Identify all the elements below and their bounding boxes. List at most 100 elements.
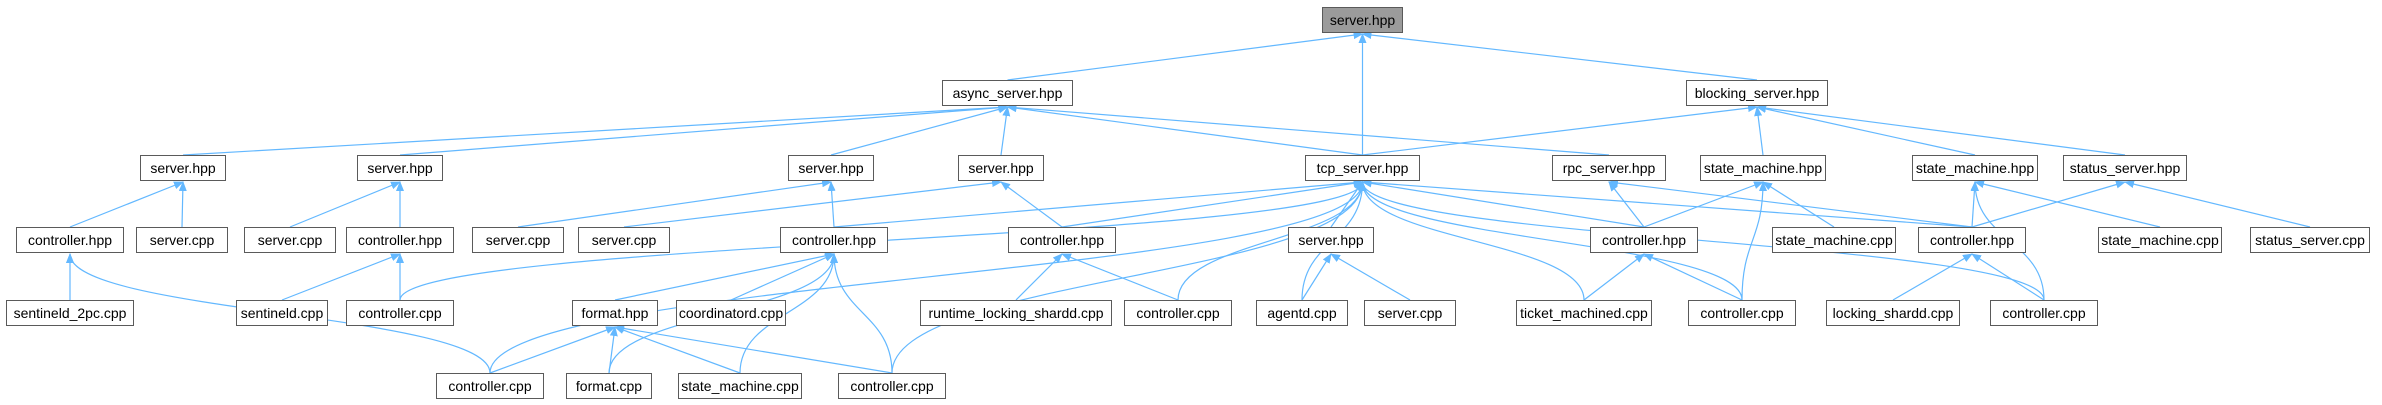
- graph-node-controller-hpp[interactable]: controller.hpp: [780, 227, 888, 253]
- graph-node-tcp-server-hpp[interactable]: tcp_server.hpp: [1305, 155, 1420, 181]
- edge-n19-to-n7: [827, 181, 836, 228]
- graph-node-controller-hpp[interactable]: controller.hpp: [1918, 227, 2026, 253]
- edge-n39-to-n24: [1971, 253, 2045, 301]
- edge-n22-to-n9: [1608, 181, 1645, 228]
- edge-n19-to-n3: [833, 178, 1364, 228]
- edge-n22-to-n3: [1361, 179, 1645, 228]
- graph-node-controller-cpp[interactable]: controller.cpp: [436, 373, 544, 399]
- graph-node-server-cpp[interactable]: server.cpp: [1364, 300, 1456, 326]
- edge-n31-to-n19: [730, 253, 835, 301]
- edge-n43-to-n3: [891, 181, 1367, 374]
- edge-n30-to-n19: [614, 251, 835, 301]
- edge-n37-to-n22: [1643, 253, 1743, 301]
- edge-n33-to-n3: [1177, 181, 1367, 301]
- graph-node-server-hpp[interactable]: server.hpp: [1322, 7, 1403, 33]
- edge-n37-to-n10: [1741, 181, 1767, 301]
- edge-n33-to-n20: [1061, 253, 1179, 301]
- graph-node-sentineld-2pc-cpp[interactable]: sentineld_2pc.cpp: [6, 300, 134, 326]
- graph-node-controller-cpp[interactable]: controller.cpp: [838, 373, 946, 399]
- edge-n20-to-n3: [1061, 179, 1364, 228]
- edge-n40-to-n3: [489, 181, 1367, 374]
- graph-node-server-cpp[interactable]: server.cpp: [136, 227, 228, 253]
- edge-n7-to-n2: [830, 105, 1009, 156]
- graph-node-coordinatord-cpp[interactable]: coordinatord.cpp: [676, 300, 786, 326]
- edge-n23-to-n10: [1762, 181, 1835, 228]
- graph-node-server-cpp[interactable]: server.cpp: [472, 227, 564, 253]
- graph-node-server-hpp[interactable]: server.hpp: [357, 155, 443, 181]
- edge-n43-to-n19: [830, 253, 893, 374]
- edge-n12-to-n4: [1756, 104, 2126, 156]
- graph-node-rpc-server-hpp[interactable]: rpc_server.hpp: [1552, 155, 1666, 181]
- graph-node-controller-hpp[interactable]: controller.hpp: [346, 227, 454, 253]
- graph-node-server-hpp[interactable]: server.hpp: [1288, 227, 1374, 253]
- graph-node-format-hpp[interactable]: format.hpp: [572, 300, 658, 326]
- edge-n42-to-n19: [739, 253, 838, 374]
- edge-n22-to-n10: [1643, 181, 1764, 228]
- graph-node-controller-cpp[interactable]: controller.cpp: [1124, 300, 1232, 326]
- edge-n40-to-n30: [489, 326, 616, 374]
- edge-n37-to-n3: [1358, 181, 1743, 301]
- edge-n43-to-n30: [614, 324, 893, 374]
- graph-node-status-server-hpp[interactable]: status_server.hpp: [2063, 155, 2187, 181]
- edge-n3-to-n4: [1362, 104, 1758, 156]
- graph-node-blocking-server-hpp[interactable]: blocking_server.hpp: [1686, 80, 1828, 106]
- edge-n41-to-n30: [608, 326, 618, 374]
- edge-n18-to-n8: [623, 179, 1002, 228]
- graph-node-state-machine-hpp[interactable]: state_machine.hpp: [1700, 155, 1826, 181]
- edge-n24-to-n11: [1970, 181, 1979, 228]
- graph-node-server-hpp[interactable]: server.hpp: [788, 155, 874, 181]
- graph-node-locking-shardd-cpp[interactable]: locking_shardd.cpp: [1826, 300, 1960, 326]
- graph-node-controller-hpp[interactable]: controller.hpp: [1590, 227, 1698, 253]
- edge-n6-to-n2: [399, 103, 1009, 156]
- edge-n8-to-n2: [1000, 106, 1011, 156]
- graph-node-ticket-machined-cpp[interactable]: ticket_machined.cpp: [1516, 300, 1652, 326]
- edge-n5-to-n2: [182, 103, 1009, 156]
- edge-n9-to-n2: [1006, 103, 1610, 156]
- edge-n36-to-n22: [1583, 253, 1645, 301]
- edge-n10-to-n4: [1754, 106, 1764, 156]
- edge-n14-to-n5: [178, 181, 187, 228]
- edge-n24-to-n3: [1361, 178, 1973, 228]
- edge-n15-to-n6: [289, 181, 401, 228]
- graph-node-format-cpp[interactable]: format.cpp: [566, 373, 652, 399]
- edge-n38-to-n24: [1892, 253, 1973, 301]
- graph-node-controller-cpp[interactable]: controller.cpp: [1990, 300, 2098, 326]
- edge-n28-to-n16: [281, 253, 401, 301]
- graph-node-status-server-cpp[interactable]: status_server.cpp: [2250, 227, 2370, 253]
- edge-n3-to-n2: [1006, 104, 1363, 156]
- edge-n20-to-n8: [1000, 181, 1063, 228]
- graph-node-server-cpp[interactable]: server.cpp: [244, 227, 336, 253]
- graph-node-state-machine-cpp[interactable]: state_machine.cpp: [2098, 227, 2222, 253]
- edge-n24-to-n9: [1608, 179, 1973, 228]
- edge-n36-to-n3: [1358, 181, 1585, 301]
- graph-node-state-machine-hpp[interactable]: state_machine.hpp: [1912, 155, 2038, 181]
- edge-n42-to-n30: [614, 326, 741, 374]
- edge-n24-to-n12: [1971, 180, 2126, 228]
- edge-n17-to-n7: [517, 179, 832, 228]
- edge-n34-to-n21: [1301, 253, 1332, 301]
- edge-n35-to-n21: [1330, 253, 1411, 301]
- edge-n25-to-n11: [1974, 180, 2161, 228]
- graph-node-server-hpp[interactable]: server.hpp: [140, 155, 226, 181]
- graph-node-sentineld-cpp[interactable]: sentineld.cpp: [236, 300, 328, 326]
- graph-node-server-hpp[interactable]: server.hpp: [958, 155, 1044, 181]
- graph-node-controller-hpp[interactable]: controller.hpp: [16, 227, 124, 253]
- graph-node-server-cpp[interactable]: server.cpp: [578, 227, 670, 253]
- edge-n39-to-n3: [1358, 181, 2045, 301]
- graph-node-state-machine-cpp[interactable]: state_machine.cpp: [1772, 227, 1896, 253]
- graph-node-async-server-hpp[interactable]: async_server.hpp: [942, 80, 1073, 106]
- edge-n11-to-n4: [1756, 105, 1976, 156]
- graph-node-controller-hpp[interactable]: controller.hpp: [1008, 227, 1116, 253]
- edge-n4-to-n1: [1361, 31, 1758, 81]
- edge-n13-to-n5: [69, 181, 184, 228]
- graph-node-controller-cpp[interactable]: controller.cpp: [1688, 300, 1796, 326]
- edge-n26-to-n12: [2124, 180, 2311, 228]
- graph-node-controller-cpp[interactable]: controller.cpp: [346, 300, 454, 326]
- edge-n2-to-n1: [1007, 31, 1364, 81]
- graph-node-agentd-cpp[interactable]: agentd.cpp: [1256, 300, 1348, 326]
- graph-node-state-machine-cpp[interactable]: state_machine.cpp: [678, 373, 802, 399]
- edge-n32-to-n20: [1015, 253, 1063, 301]
- graph-node-runtime-locking-shardd-cpp[interactable]: runtime_locking_shardd.cpp: [920, 300, 1112, 326]
